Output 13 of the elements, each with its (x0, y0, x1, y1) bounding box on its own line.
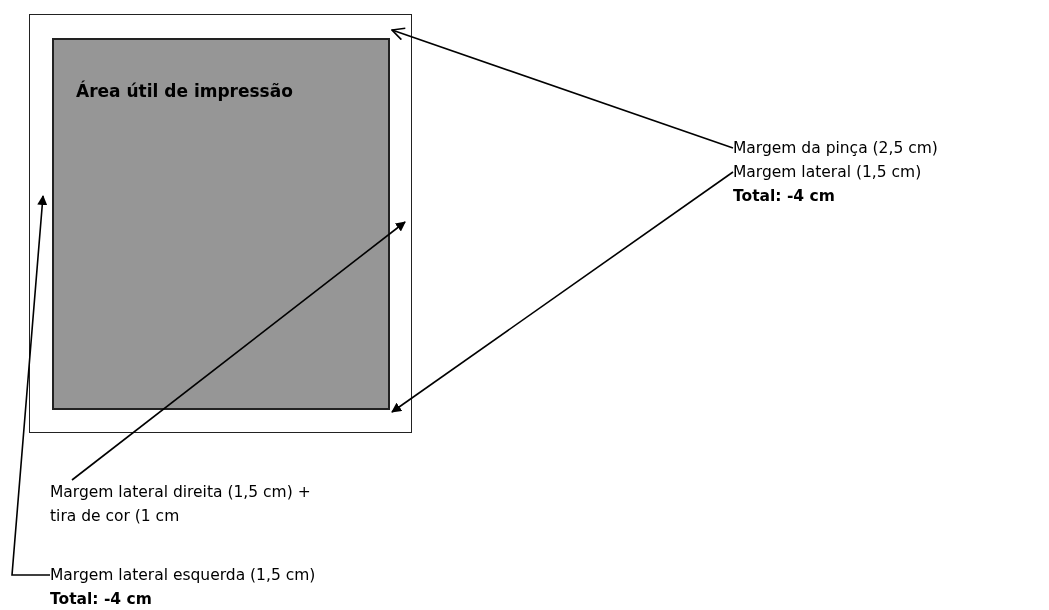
leader-arrow (391, 171, 734, 413)
leader-arrow (71, 221, 406, 481)
leader-arrow (11, 195, 51, 576)
print-area-box (52, 38, 390, 410)
area-title: Área útil de impressão (76, 81, 293, 101)
margin-label: Margem lateral esquerda (1,5 cm) (50, 565, 316, 586)
paper-sheet (29, 14, 412, 433)
total-label: Total: -4 cm (733, 186, 836, 207)
margin-label: Margem da pinça (2,5 cm) (733, 138, 938, 159)
margin-label: Margem lateral (1,5 cm) (733, 162, 923, 183)
total-label: Total: -4 cm (50, 589, 153, 610)
leader-arrow (391, 27, 734, 149)
margin-label: Margem lateral direita (1,5 cm) + tira de cor (1 cm (50, 482, 312, 527)
